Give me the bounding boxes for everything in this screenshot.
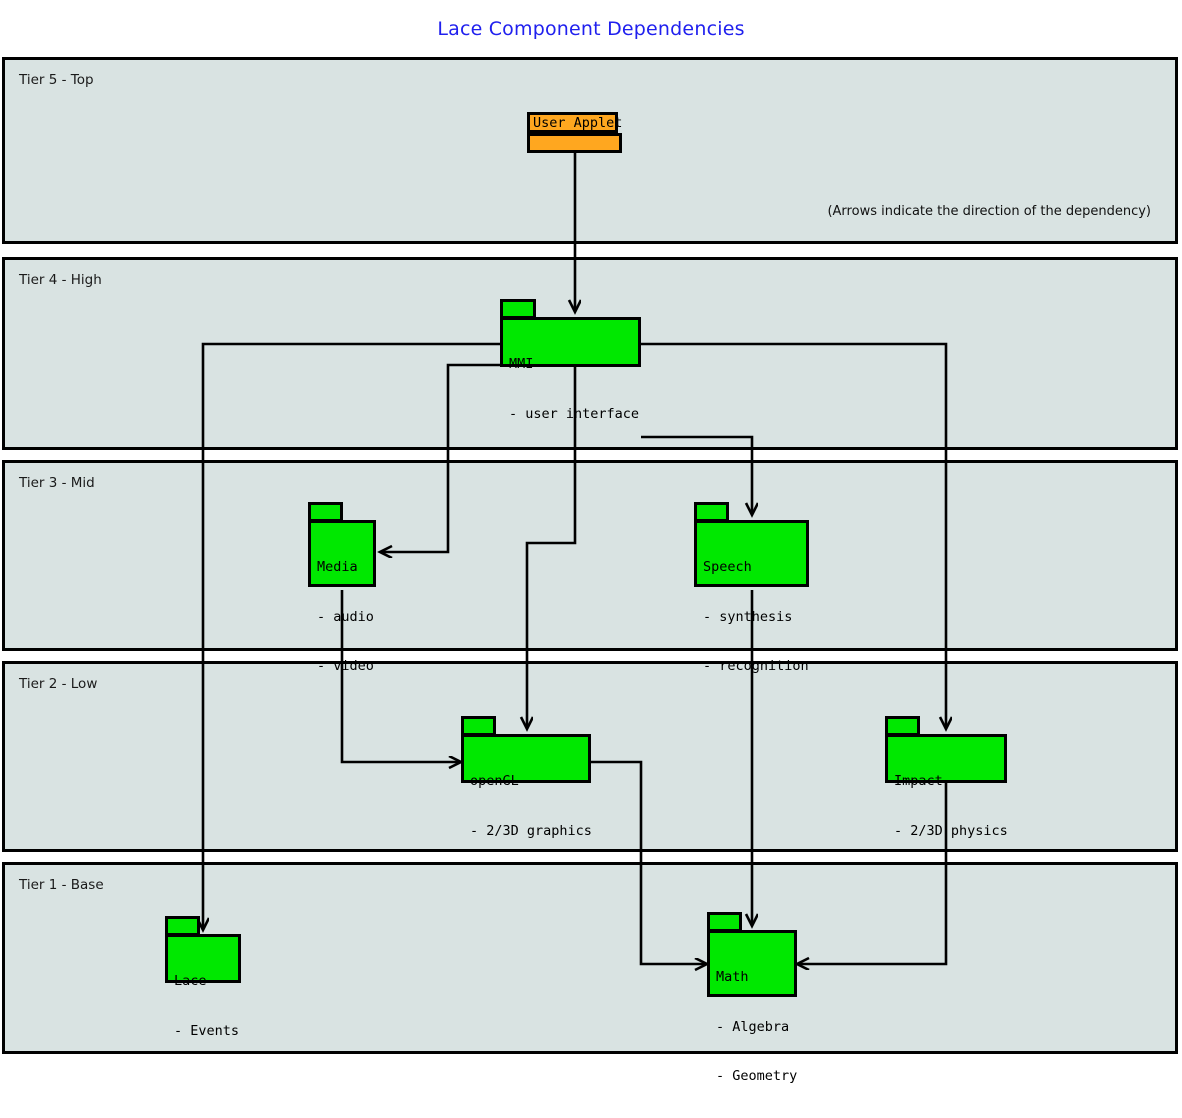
package-speech-name: Speech [703, 559, 752, 575]
package-impact-item-0: - 2/3D physics [894, 822, 1008, 839]
package-math-item-0: - Algebra [716, 1018, 790, 1035]
package-speech-item-0: - synthesis [703, 608, 793, 625]
package-math-name: Math [716, 969, 749, 985]
package-tab-icon [308, 502, 343, 522]
package-tab-icon [165, 916, 200, 936]
page-title: Lace Component Dependencies [437, 18, 745, 40]
package-tab-icon [694, 502, 729, 522]
package-lace-body: Lace - Events [165, 934, 241, 1039]
tier-label-4: Tier 4 - High [19, 272, 102, 288]
package-lace-item-0: - Events [174, 1022, 240, 1039]
tier-label-2: Tier 2 - Low [19, 676, 98, 692]
package-media-body: Media - audio - video [308, 520, 376, 674]
package-media-item-0: - audio [317, 608, 374, 625]
package-opengl-body: openGL - 2/3D graphics [461, 734, 592, 839]
tier-group-3: Tier 3 - Mid [2, 460, 1178, 651]
package-opengl-item-0: - 2/3D graphics [470, 822, 592, 839]
package-tab-icon [500, 299, 536, 319]
package-speech-body: Speech - synthesis - recognition [694, 520, 809, 674]
tier-label-3: Tier 3 - Mid [19, 475, 95, 491]
package-lace-name: Lace [174, 973, 207, 989]
package-mmi-item-0: - user interface [509, 405, 640, 422]
tier-label-5: Tier 5 - Top [19, 72, 94, 88]
package-media-item-1: - video [317, 658, 374, 674]
package-impact-body: Impact - 2/3D physics [885, 734, 1008, 839]
package-mmi-name: MMI [509, 356, 534, 372]
package-tab-icon [461, 716, 496, 736]
package-opengl-name: openGL [470, 773, 519, 789]
tier-label-1: Tier 1 - Base [19, 877, 104, 893]
package-impact-name: Impact [894, 773, 943, 789]
package-user-applet-body [527, 133, 622, 153]
package-speech-item-1: - recognition [703, 658, 809, 674]
package-math-item-1: - Geometry [716, 1068, 798, 1084]
package-math-body: Math - Algebra - Geometry [707, 930, 797, 1084]
package-user-applet-name: User Applet [527, 112, 622, 133]
package-tab-icon [707, 912, 742, 932]
package-media-name: Media [317, 559, 358, 575]
package-tab-icon [885, 716, 920, 736]
legend-note: (Arrows indicate the direction of the de… [827, 204, 1151, 219]
package-mmi-body: MMI - user interface [500, 317, 641, 422]
